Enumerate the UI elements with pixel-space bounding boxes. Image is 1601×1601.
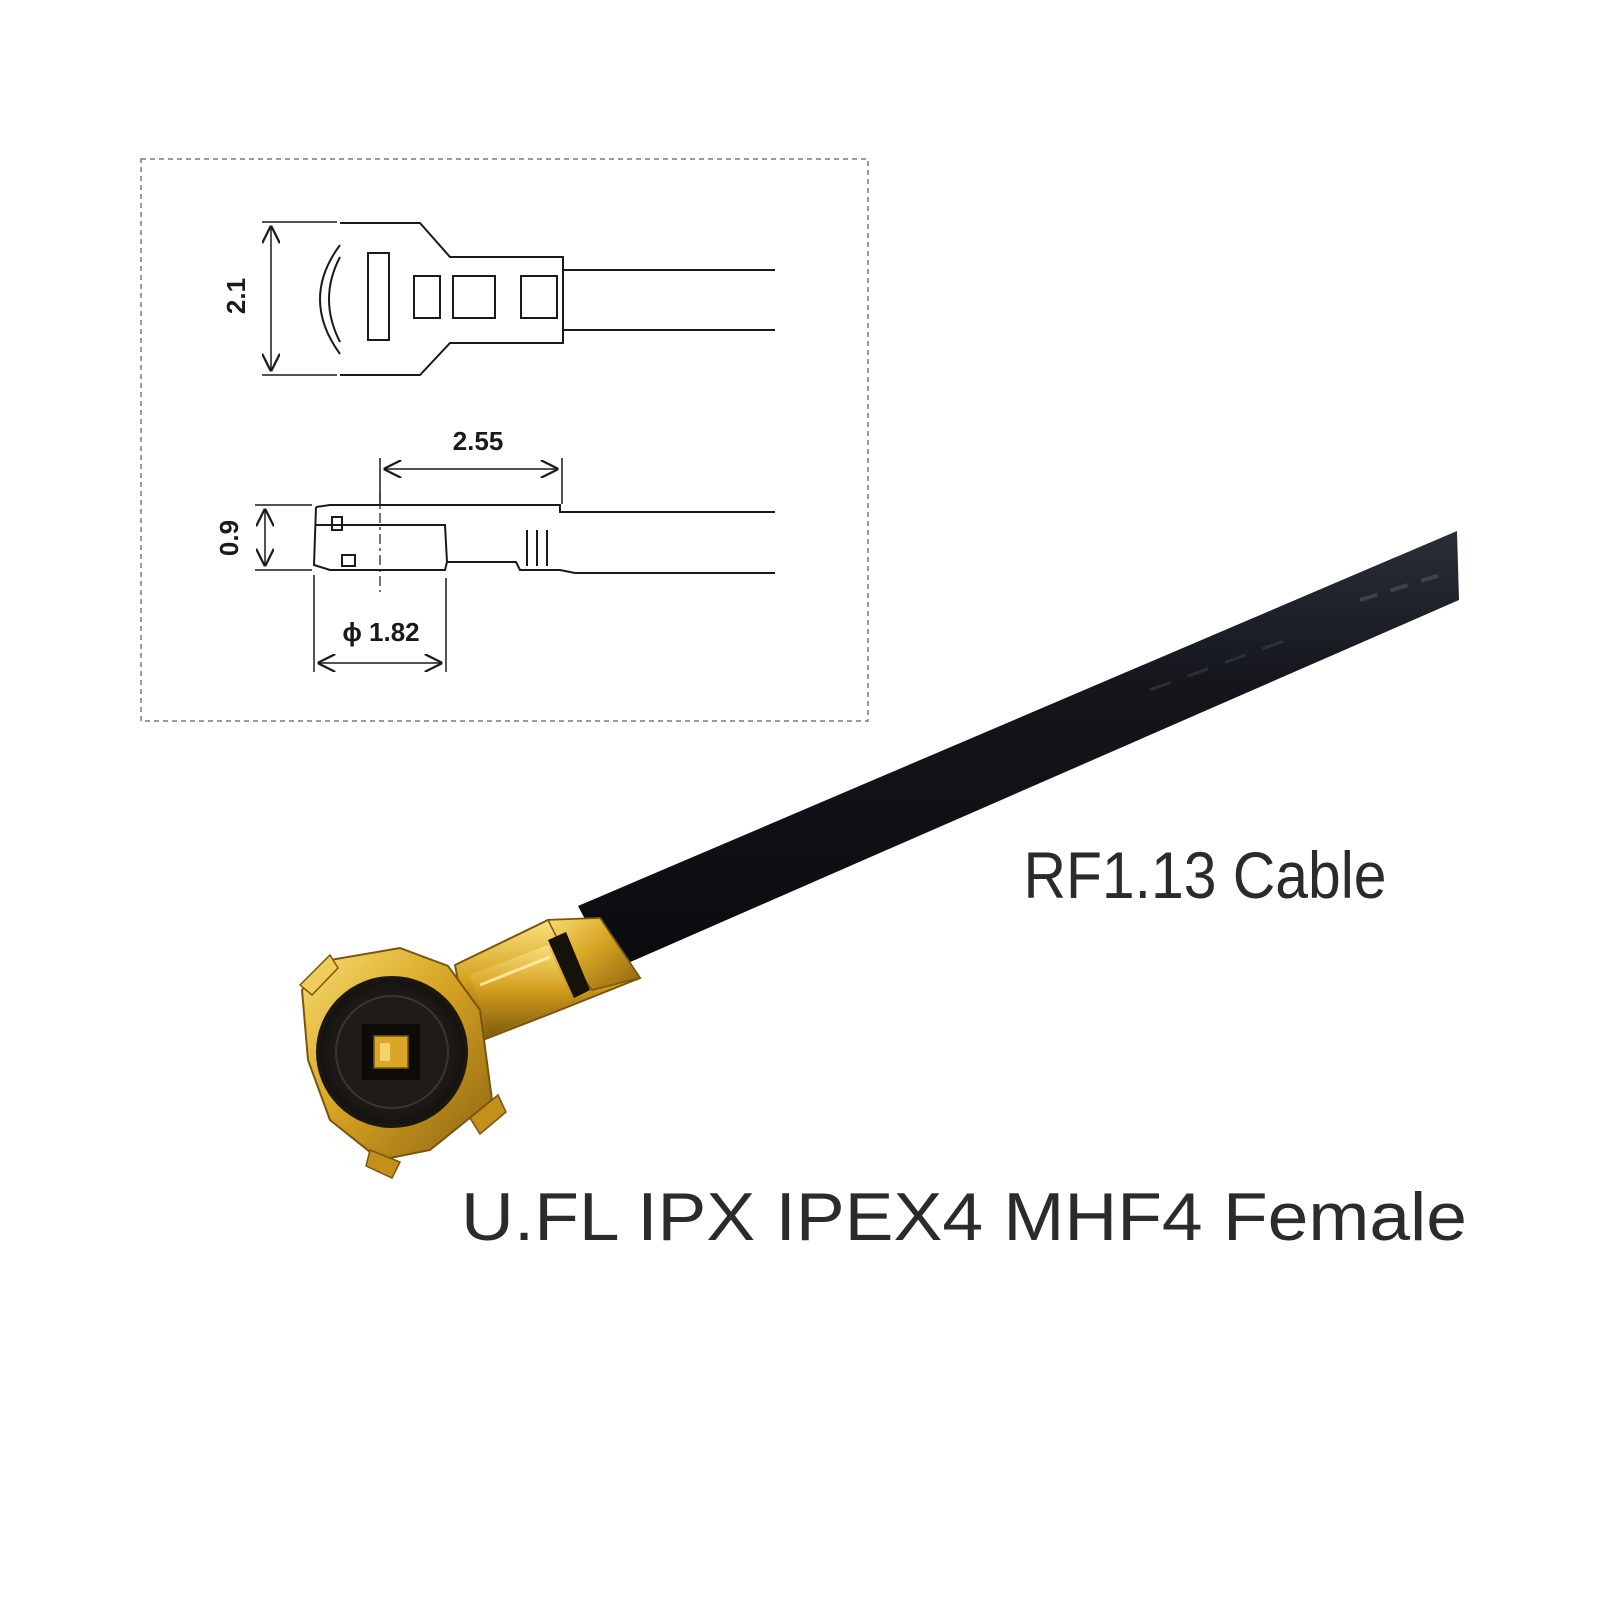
drawing-frame [140,158,869,722]
connector-top-view [262,221,775,376]
dim-height-top: 2.1 [221,278,251,314]
cable-illustration [298,531,1459,1179]
cable-label: RF1.13 Cable [1024,838,1387,912]
connector-head [298,946,507,1179]
dim-length: 2.55 [453,426,504,456]
crimp-sleeve [453,916,642,1047]
connector-side-view [255,458,775,672]
cable-highlight [1359,573,1441,602]
connector-label: U.FL IPX IPEX4 MHF4 Female [461,1179,1467,1255]
cable-body [578,531,1459,970]
dim-height-side: 0.9 [214,520,244,556]
dim-diameter: ϕ 1.82 [342,617,419,647]
technical-drawing: 2.1 [140,158,869,722]
